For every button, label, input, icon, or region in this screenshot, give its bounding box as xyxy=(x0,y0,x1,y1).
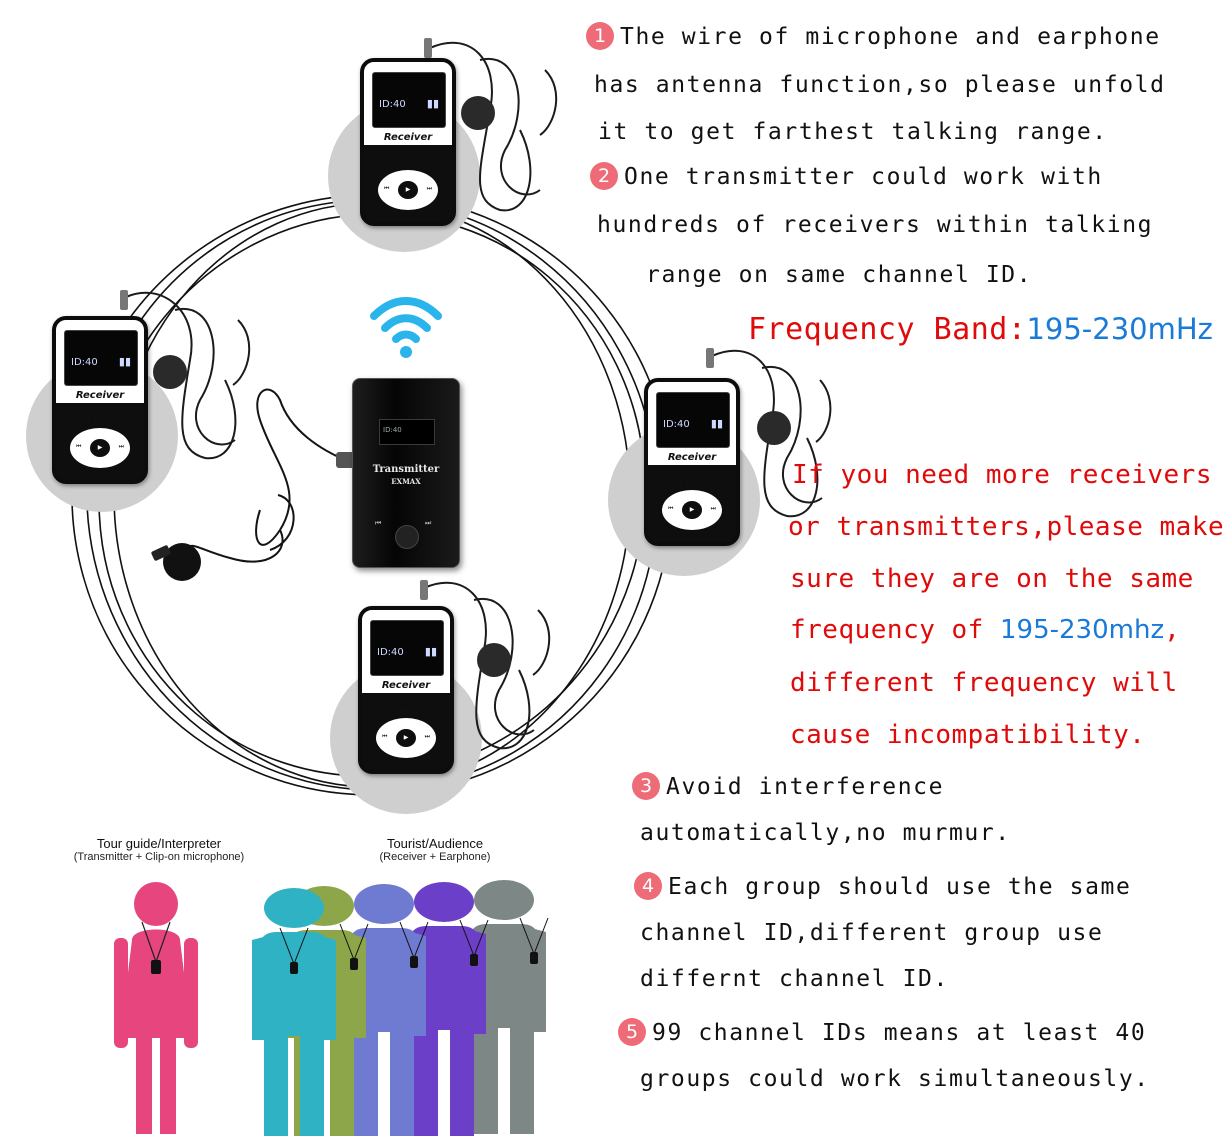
transmitter-screen: ID:40 xyxy=(379,419,435,445)
transmitter-button xyxy=(395,525,419,549)
guide-caption-title: Tour guide/Interpreter xyxy=(96,836,222,851)
next-icon: ⏭ xyxy=(424,733,430,740)
next-icon: ⏭ xyxy=(425,519,432,527)
point-3-badge: 3 xyxy=(632,772,660,800)
people-figures xyxy=(114,880,549,1136)
point-2-badge: 2 xyxy=(590,162,618,190)
notice-line-5: different frequency will xyxy=(790,668,1178,698)
control-wheel: ⏮ ▶ ⏭ xyxy=(70,428,130,468)
receiver-device-left: ID:40 ▮▮ Receiver EXMAX ⏮ ▶ ⏭ xyxy=(52,316,148,484)
prev-icon: ⏮ xyxy=(668,505,674,512)
clip-on-microphone-icon xyxy=(151,388,358,581)
receiver-screen: ID:40 ▮▮ xyxy=(656,392,730,448)
transmitter-label: Transmitter xyxy=(372,464,440,475)
control-wheel: ⏮ ▶ ⏭ xyxy=(376,718,436,758)
signal-battery-icon: ▮▮ xyxy=(118,355,131,368)
next-icon: ⏭ xyxy=(118,443,124,450)
signal-battery-icon: ▮▮ xyxy=(426,97,439,110)
receiver-id: ID:40 xyxy=(377,647,404,658)
notice-line-4: frequency of 195-230mhz, xyxy=(790,615,1181,645)
signal-battery-icon: ▮▮ xyxy=(424,645,437,658)
next-icon: ⏭ xyxy=(710,505,716,512)
receiver-screen: ID:40 ▮▮ xyxy=(372,72,446,128)
receiver-id: ID:40 xyxy=(663,419,690,430)
receiver-id: ID:40 xyxy=(379,99,406,110)
frequency-band-label: Frequency Band: xyxy=(748,312,1027,347)
prev-icon: ⏮ xyxy=(384,185,390,192)
guide-person-icon xyxy=(114,882,198,1134)
transmitter-brand: EXMAX xyxy=(391,477,421,486)
notice-line-1: If you need more receivers xyxy=(792,460,1212,490)
point-5-badge: 5 xyxy=(618,1018,646,1046)
brand-label: EXMAX xyxy=(395,160,421,167)
point-1-line-3: it to get farthest talking range. xyxy=(598,119,1108,145)
play-pause-icon: ▶ xyxy=(90,439,110,457)
receiver-device-right: ID:40 ▮▮ Receiver EXMAX ⏮ ▶ ⏭ xyxy=(644,378,740,546)
point-4-line-2: channel ID,different group use xyxy=(640,920,1104,946)
point-4-badge: 4 xyxy=(634,872,662,900)
brand-label: EXMAX xyxy=(87,418,113,425)
control-wheel: ⏮ ▶ ⏭ xyxy=(662,490,722,530)
tourist-caption: Tourist/Audience (Receiver + Earphone) xyxy=(350,836,520,863)
point-1-line-2: has antenna function,so please unfold xyxy=(594,72,1166,98)
prev-icon: ⏮ xyxy=(76,443,82,450)
brand-label: EXMAX xyxy=(679,480,705,487)
prev-icon: ⏮ xyxy=(375,519,382,527)
play-pause-icon: ▶ xyxy=(398,181,418,199)
transmitter-id: ID:40 xyxy=(383,426,402,434)
receiver-label: Receiver xyxy=(381,680,431,691)
frequency-band: Frequency Band:195-230mHz xyxy=(748,312,1213,347)
receiver-label: Receiver xyxy=(667,452,717,463)
brand-label: EXMAX xyxy=(393,708,419,715)
point-2-line-3: range on same channel ID. xyxy=(646,262,1033,288)
guide-caption-sub: (Transmitter + Clip-on microphone) xyxy=(73,851,245,863)
guide-caption: Tour guide/Interpreter (Transmitter + Cl… xyxy=(46,836,272,863)
receiver-label: Receiver xyxy=(75,390,125,401)
tourist-caption-sub: (Receiver + Earphone) xyxy=(379,851,491,863)
wifi-signal-icon xyxy=(370,297,442,358)
prev-icon: ⏮ xyxy=(382,733,388,740)
point-5-line-2: groups could work simultaneously. xyxy=(640,1066,1150,1092)
receiver-screen: ID:40 ▮▮ xyxy=(64,330,138,386)
tourist-caption-title: Tourist/Audience xyxy=(386,836,484,851)
play-pause-icon: ▶ xyxy=(396,729,416,747)
receiver-device-bottom: ID:40 ▮▮ Receiver EXMAX ⏮ ▶ ⏭ xyxy=(358,606,454,774)
play-pause-icon: ▶ xyxy=(682,501,702,519)
point-3-line-2: automatically,no murmur. xyxy=(640,820,1011,846)
signal-battery-icon: ▮▮ xyxy=(710,417,723,430)
receiver-device-top: ID:40 ▮▮ Receiver EXMAX ⏮ ▶ ⏭ xyxy=(360,58,456,226)
point-1-badge: 1 xyxy=(586,22,614,50)
point-4-line-3: differnt channel ID. xyxy=(640,966,949,992)
notice-line-6: cause incompatibility. xyxy=(790,720,1146,750)
notice-line-3: sure they are on the same xyxy=(790,564,1194,594)
notice-frequency-value: 195-230mhz xyxy=(1000,615,1165,645)
receiver-label: Receiver xyxy=(383,132,433,143)
notice-line-2: or transmitters,please make xyxy=(788,512,1224,542)
transmitter-device: ID:40 Transmitter EXMAX ⏮ ⏭ xyxy=(352,378,460,568)
next-icon: ⏭ xyxy=(426,185,432,192)
point-2-line-2: hundreds of receivers within talking xyxy=(597,212,1154,238)
earphone-icon xyxy=(120,38,832,750)
receiver-id: ID:40 xyxy=(71,357,98,368)
control-wheel: ⏮ ▶ ⏭ xyxy=(378,170,438,210)
frequency-band-value: 195-230mHz xyxy=(1026,312,1213,346)
receiver-screen: ID:40 ▮▮ xyxy=(370,620,444,676)
